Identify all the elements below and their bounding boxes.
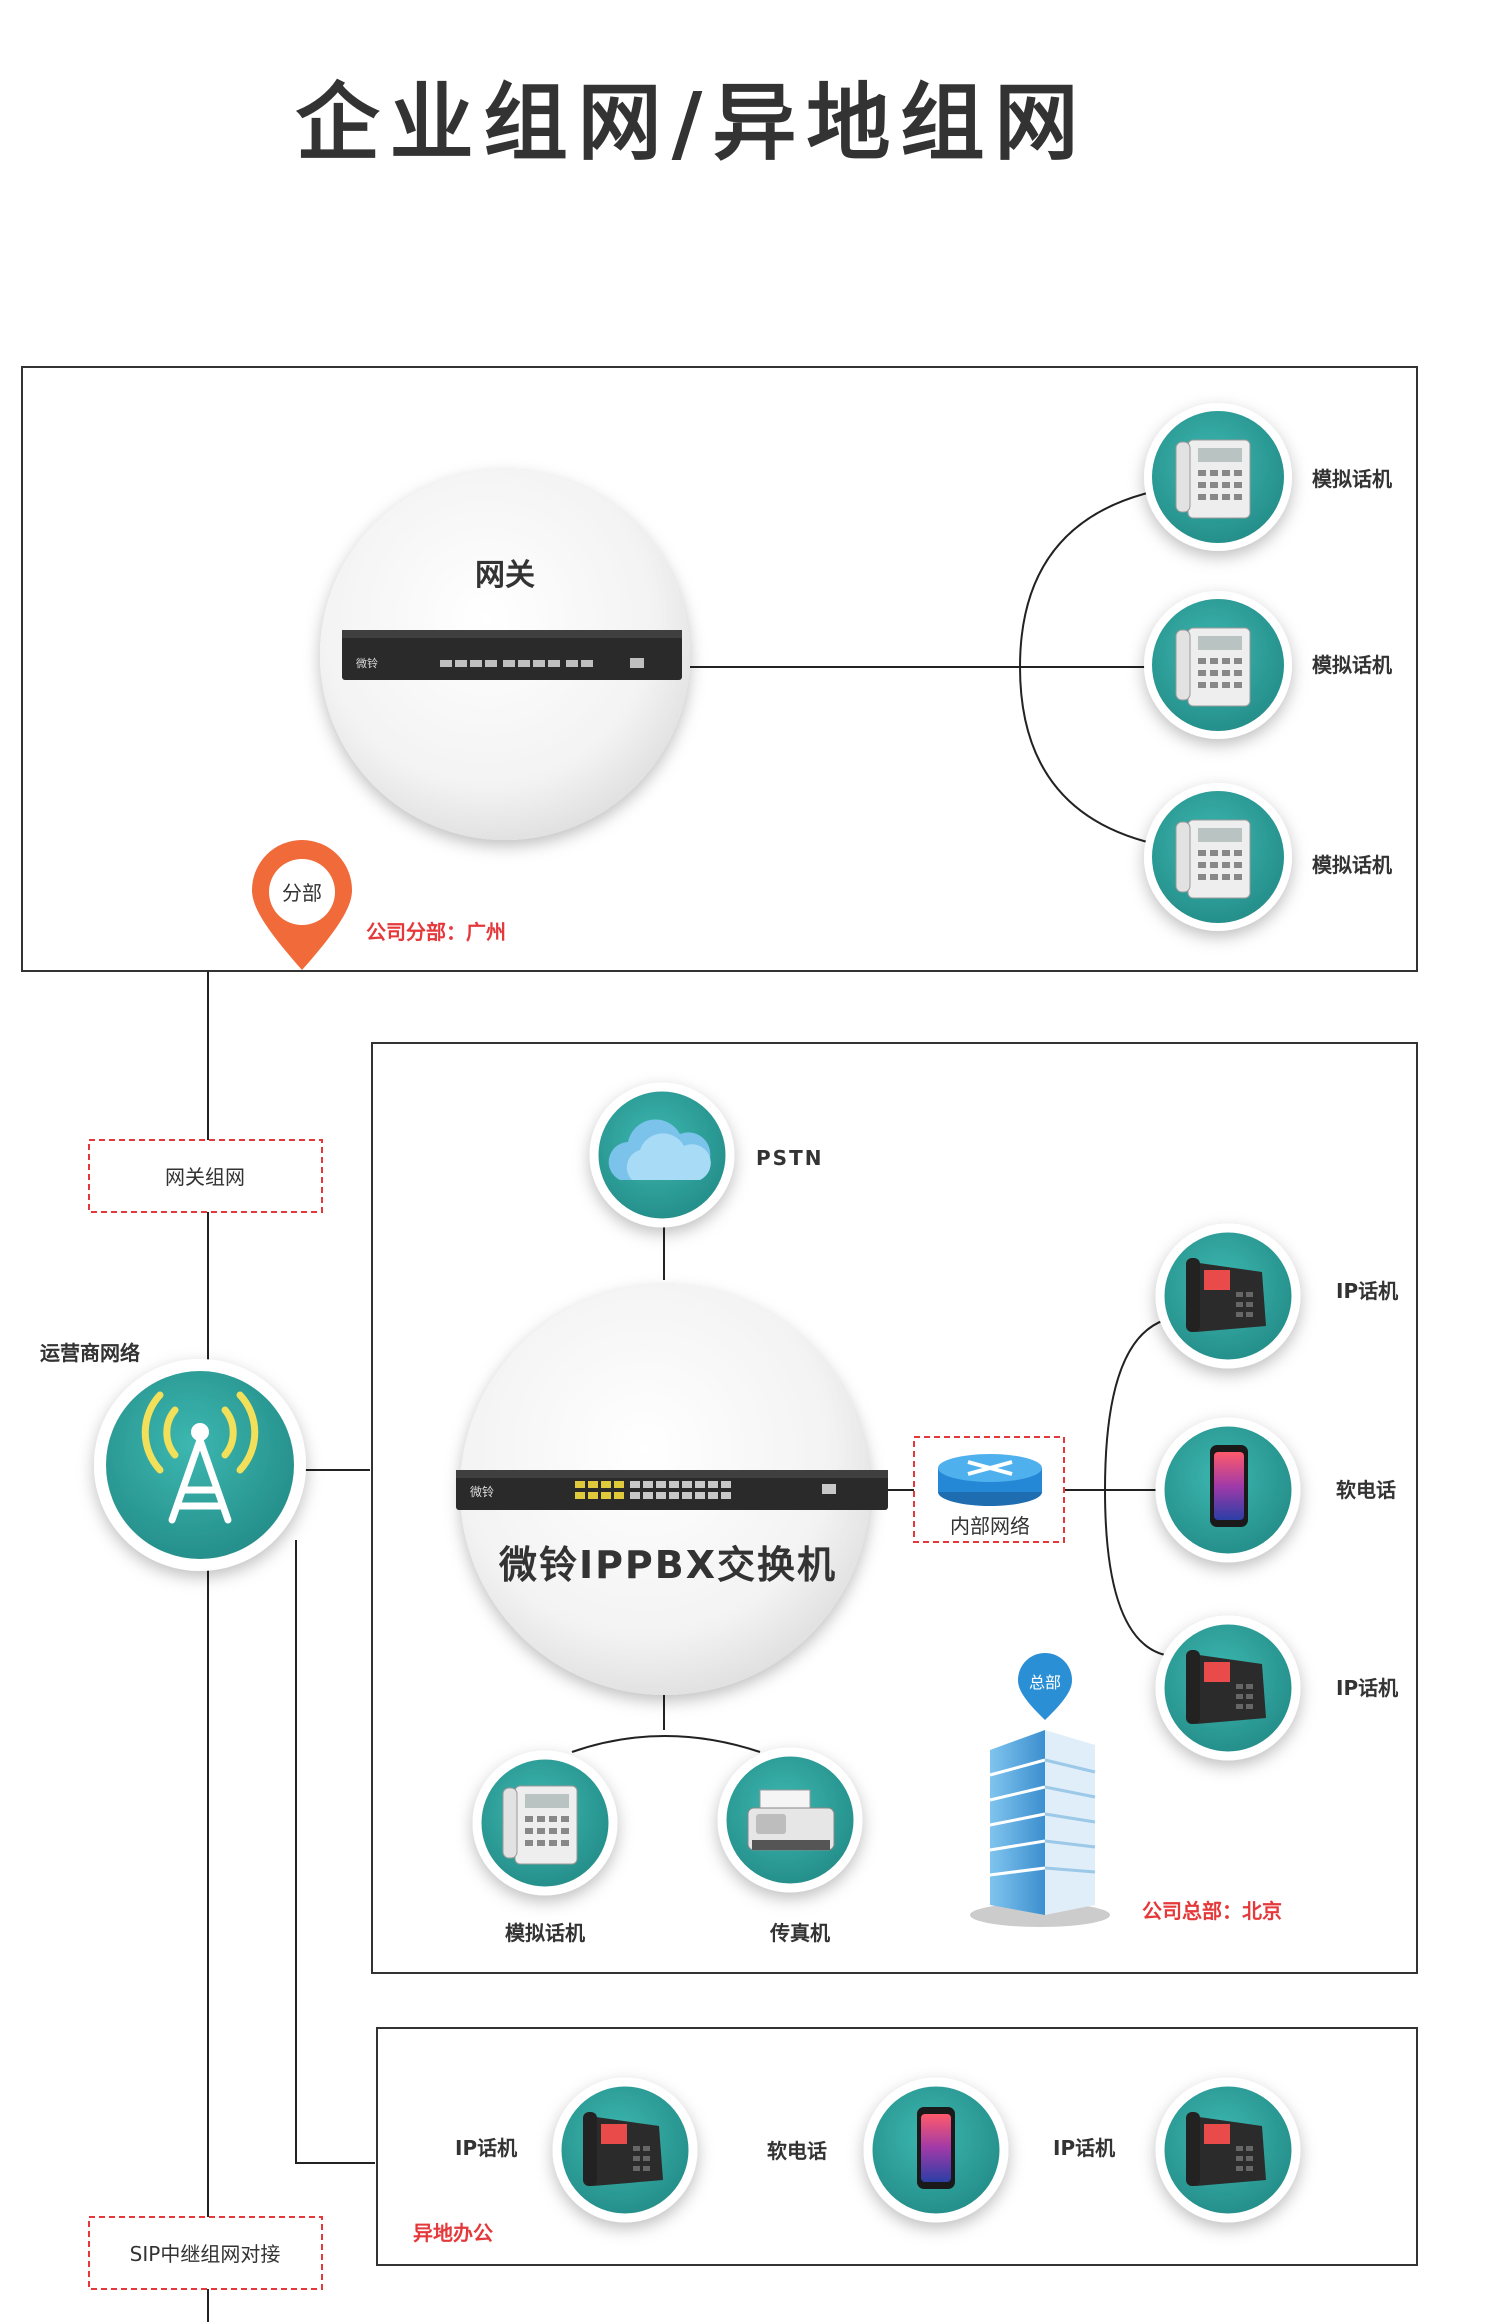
remote-device-1: IP话机 [455, 2082, 693, 2218]
building-badge-label: 总部 [1029, 1673, 1061, 1692]
hq-endpoint-2-label: 软电话 [1336, 1478, 1396, 1502]
remote-device-2-label: 软电话 [767, 2139, 827, 2163]
smartphone-icon [1210, 1445, 1248, 1527]
hq-fax-label: 传真机 [769, 1921, 830, 1945]
analog-phone-icon [503, 1786, 577, 1864]
smartphone-icon [917, 2107, 955, 2189]
sip-trunk-label: SIP中继组网对接 [130, 2242, 281, 2266]
pbx-title: 微铃IPPBX交换机 [498, 1543, 837, 1587]
carrier-node [100, 1365, 300, 1565]
hq-analog-phone-label: 模拟话机 [505, 1921, 585, 1945]
router-icon [938, 1454, 1042, 1506]
branch-phone-3: 模拟话机 [1148, 787, 1392, 927]
hq-endpoint-3-label: IP话机 [1336, 1676, 1398, 1700]
svg-text:微铃: 微铃 [356, 656, 378, 670]
carrier-remote-line [296, 1540, 375, 2163]
analog-phone-icon [1176, 440, 1250, 518]
remote-device-2: 软电话 [767, 2082, 1004, 2218]
svg-text:微铃: 微铃 [470, 1484, 494, 1499]
branch-phone-2: 模拟话机 [1148, 595, 1392, 735]
branch-location-label: 公司分部：广州 [366, 920, 506, 944]
branch-phone-1-label: 模拟话机 [1312, 467, 1392, 491]
hq-location-label: 公司总部：北京 [1142, 1899, 1282, 1923]
hq-fax-node: 传真机 [722, 1752, 858, 1945]
gateway-node: 微铃 网关 [320, 470, 690, 840]
gateway-network-label: 网关组网 [165, 1165, 245, 1189]
pstn-node [594, 1087, 730, 1223]
branch-phone-1: 模拟话机 [1148, 407, 1392, 547]
bottom-devices-curve [572, 1736, 760, 1752]
office-building-icon: 总部 [970, 1653, 1110, 1927]
location-pin-icon: 分部 [252, 840, 352, 970]
remote-office-label: 异地办公 [413, 2221, 493, 2245]
analog-phone-icon [1176, 628, 1250, 706]
hq-endpoint-3: IP话机 [1160, 1620, 1398, 1756]
analog-phone-icon [1176, 820, 1250, 898]
remote-device-1-label: IP话机 [455, 2136, 517, 2160]
remote-device-3-label: IP话机 [1053, 2136, 1115, 2160]
hq-endpoint-1: IP话机 [1160, 1228, 1398, 1364]
pbx-node: 微铃 微铃IPPBX交换机 [456, 1285, 888, 1695]
hq-endpoint-1-label: IP话机 [1336, 1279, 1398, 1303]
gateway-title: 网关 [475, 558, 535, 593]
pstn-label: PSTN [756, 1146, 823, 1170]
branch-phone-2-label: 模拟话机 [1312, 653, 1392, 677]
page-title: 企业组网/异地组网 [296, 74, 1089, 172]
carrier-network-label: 运营商网络 [40, 1341, 140, 1365]
internal-network-label: 内部网络 [950, 1514, 1030, 1538]
gateway-switch-icon: 微铃 [342, 630, 682, 680]
hq-analog-phone-node: 模拟话机 [477, 1755, 613, 1945]
branch-pin-label: 分部 [282, 881, 322, 905]
remote-device-3: IP话机 [1053, 2082, 1296, 2218]
gateway-switch-icon: 微铃 [456, 1470, 888, 1510]
hq-endpoint-2: 软电话 [1160, 1422, 1396, 1558]
branch-phone-3-label: 模拟话机 [1312, 853, 1392, 877]
